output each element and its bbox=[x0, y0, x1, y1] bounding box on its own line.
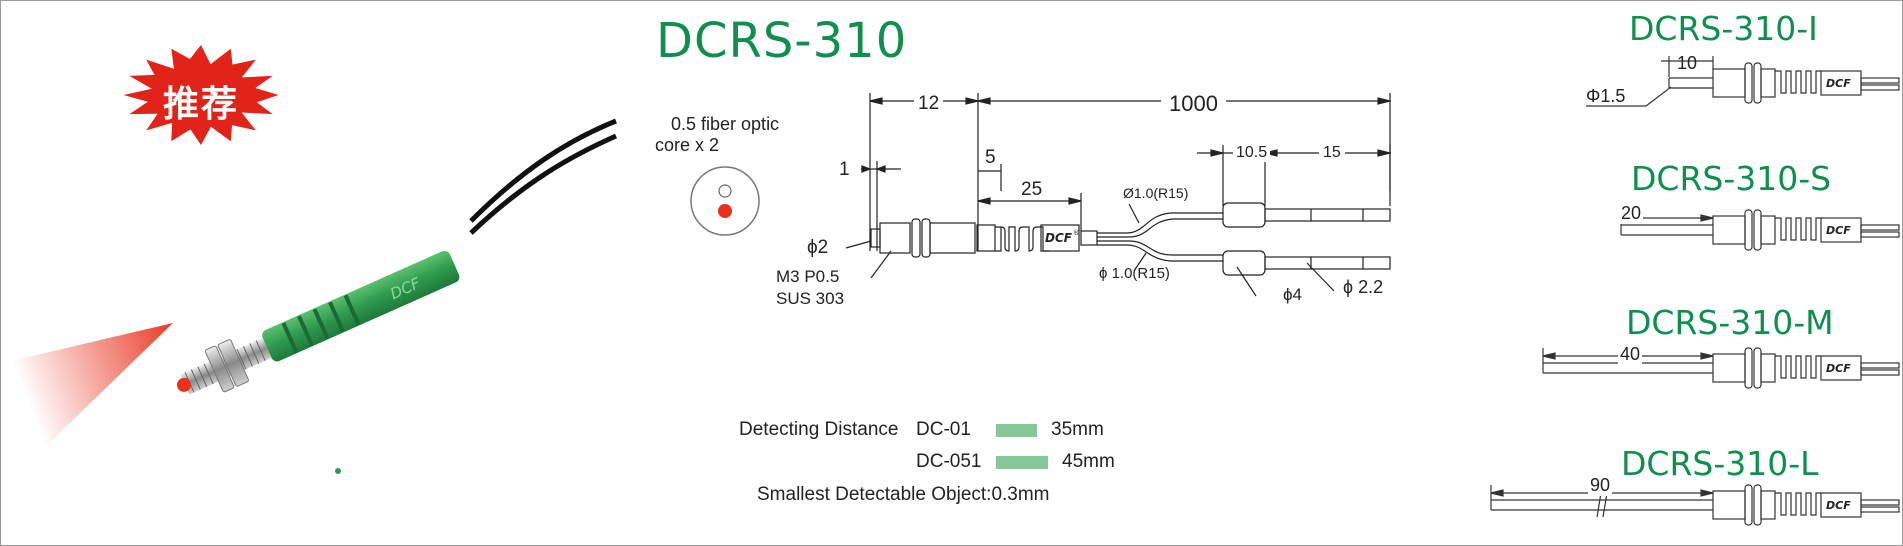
variant-s-drawing: DCF bbox=[1620, 209, 1900, 251]
variant-title-m: DCRS-310-M bbox=[1626, 303, 1834, 342]
dim-sleeve-length: 10.5 bbox=[1233, 144, 1271, 162]
fiber-cable bbox=[469, 133, 618, 235]
smallest-object-spec: Smallest Detectable Object:0.3mm bbox=[757, 484, 1050, 505]
dim-tip-diameter: ϕ2 bbox=[807, 237, 829, 258]
variant-title-l: DCRS-310-L bbox=[1621, 444, 1819, 483]
variant-l-length: 90 bbox=[1588, 475, 1613, 496]
brand-mark: DCF bbox=[1826, 499, 1851, 512]
dim-fiber-diameter-bottom: ϕ 1.0(R15) bbox=[1099, 265, 1170, 282]
dim-end-length: 15 bbox=[1319, 144, 1345, 162]
spec-value-1: 35mm bbox=[1051, 419, 1104, 440]
detecting-distance-label: Detecting Distance bbox=[739, 419, 899, 440]
svg-text:®: ® bbox=[1073, 229, 1080, 237]
spec-model-2: DC-051 bbox=[916, 451, 982, 472]
variant-i-length: 10 bbox=[1677, 53, 1698, 73]
dim-body-length: 25 bbox=[1021, 179, 1043, 200]
variant-i-diameter: Φ1.5 bbox=[1586, 86, 1626, 106]
dim-fiber-diameter-top: Ø1.0(R15) bbox=[1123, 185, 1189, 201]
product-photo: DCF bbox=[11, 118, 618, 474]
fiber-core-label: 0.5 fiber optic bbox=[671, 114, 780, 134]
dim-thread-length: 5 bbox=[985, 147, 996, 168]
emitter-light bbox=[176, 377, 191, 392]
thread-spec: M3 P0.5 bbox=[776, 267, 840, 286]
dim-sleeve-diameter: ϕ4 bbox=[1283, 285, 1302, 304]
variant-title-i: DCRS-310-I bbox=[1629, 9, 1818, 48]
core-cross-section bbox=[690, 166, 760, 236]
distance-bar-1 bbox=[996, 424, 1037, 437]
dim-tip-length: 1 bbox=[839, 159, 850, 180]
variant-title-s: DCRS-310-S bbox=[1631, 159, 1832, 198]
badge-text: 推荐 bbox=[163, 84, 240, 125]
light-beam bbox=[11, 323, 173, 446]
emitter-core-icon bbox=[718, 204, 732, 218]
variant-m-length: 40 bbox=[1618, 344, 1643, 365]
fiber-core-label-2: core x 2 bbox=[655, 135, 720, 155]
brand-mark: DCF bbox=[1826, 362, 1851, 375]
receiver-core-icon bbox=[718, 184, 732, 198]
page-title: DCRS-310 bbox=[656, 13, 908, 69]
variant-m-drawing: DCF bbox=[1542, 347, 1900, 389]
dim-total-length: 1000 bbox=[1161, 91, 1226, 117]
brand-mark: DCF bbox=[1045, 231, 1073, 245]
variant-i-drawing: DCF bbox=[1586, 56, 1900, 107]
spec-model-1: DC-01 bbox=[916, 419, 971, 440]
spec-value-2: 45mm bbox=[1062, 451, 1115, 472]
brand-mark: DCF bbox=[1826, 77, 1851, 90]
fiber-cable bbox=[469, 118, 617, 223]
brand-mark: DCF bbox=[1826, 224, 1851, 237]
sensor-probe: DCF bbox=[176, 250, 460, 395]
material-spec: SUS 303 bbox=[776, 289, 845, 308]
dim-head-length: 12 bbox=[914, 93, 944, 115]
variant-s-length: 20 bbox=[1619, 203, 1644, 224]
dim-end-diameter: ϕ 2.2 bbox=[1343, 277, 1384, 297]
distance-bar-2 bbox=[996, 456, 1048, 469]
recommend-badge bbox=[123, 45, 279, 145]
variant-l-drawing: DCF bbox=[1490, 484, 1900, 526]
